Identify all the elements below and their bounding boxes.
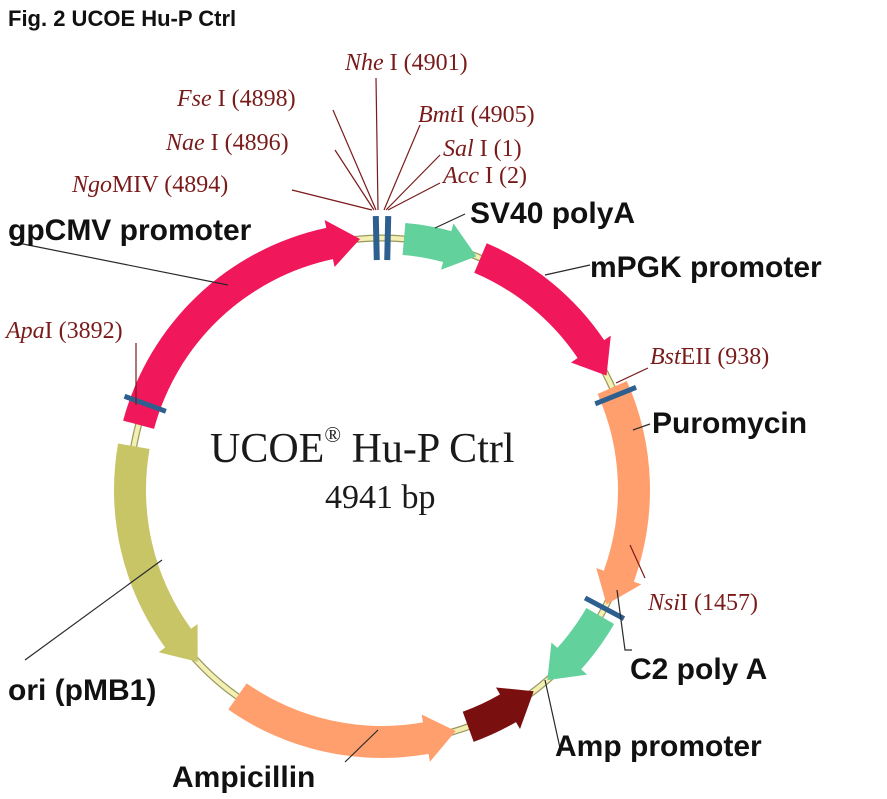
- label-amp-prom: Amp promoter: [555, 730, 762, 763]
- feature-leaders: [17, 213, 651, 763]
- leader-amp: [344, 729, 379, 763]
- feature-arrow-sv40: [402, 223, 477, 270]
- feature-arrow-c2: [547, 608, 615, 681]
- site-acc: Acc I (2): [441, 163, 527, 189]
- site-fse: Fse I (4898): [176, 86, 296, 112]
- plasmid-name: UCOE® Hu-P Ctrl: [210, 422, 515, 472]
- feature-arrow-amp_prom: [462, 687, 534, 742]
- site-ngo: NgoMIV (4894): [71, 172, 228, 198]
- label-sv40: SV40 polyA: [470, 197, 635, 230]
- label-mpgk: mPGK promoter: [590, 251, 822, 284]
- plasmid-length: 4941 bp: [325, 479, 436, 516]
- site-nhe: Nhe I (4901): [344, 50, 468, 76]
- site-apa: ApaI (3892): [4, 318, 123, 344]
- leader-gpcmv: [17, 242, 229, 286]
- site-leaders: [135, 77, 649, 579]
- leader-amp-prom: [544, 679, 561, 749]
- site-tick-top-right: [384, 216, 392, 261]
- site-nae: Nae I (4896): [165, 130, 289, 156]
- leader-nae: [334, 149, 375, 211]
- leader-acc: [387, 182, 441, 211]
- site-sal: Sal I (1): [443, 136, 522, 162]
- leader-bst: [615, 367, 649, 384]
- leader-puro: [632, 423, 651, 431]
- site-tick-top-left: [372, 216, 380, 261]
- leader-bmt: [383, 124, 421, 211]
- feature-arrow-amp: [228, 683, 456, 762]
- site-ticks: [123, 216, 637, 621]
- leader-ngo: [291, 189, 373, 211]
- site-bst: BstEII (938): [650, 344, 769, 370]
- feature-arrow-mpgk: [474, 243, 611, 376]
- site-tick-bst: [594, 385, 637, 407]
- feature-arrows: [113, 220, 650, 762]
- leader-fse: [332, 109, 377, 211]
- label-puro: Puromycin: [652, 407, 807, 440]
- feature-arrow-gpcmv: [123, 220, 361, 429]
- site-tick-apa: [123, 393, 167, 414]
- label-gpcmv: gpCMV promoter: [8, 214, 252, 247]
- leader-sv40: [434, 213, 466, 229]
- leader-c2: [616, 589, 632, 651]
- site-tick-nsi: [583, 595, 626, 621]
- label-amp: Ampicillin: [172, 761, 315, 794]
- leader-ori: [24, 559, 163, 661]
- leader-nhe: [375, 77, 379, 211]
- leader-nsi: [629, 544, 646, 579]
- label-ori: ori (pMB1): [8, 674, 156, 707]
- site-bmt: BmtI (4905): [418, 102, 535, 128]
- feature-arrow-ori: [113, 443, 198, 662]
- figure-title: Fig. 2 UCOE Hu-P Ctrl: [8, 6, 236, 31]
- label-c2: C2 poly A: [630, 653, 767, 686]
- leader-sal: [385, 154, 441, 211]
- leader-mpgk: [544, 264, 591, 276]
- feature-arrow-puro: [596, 380, 650, 605]
- site-nsi: NsiI (1457): [647, 590, 758, 616]
